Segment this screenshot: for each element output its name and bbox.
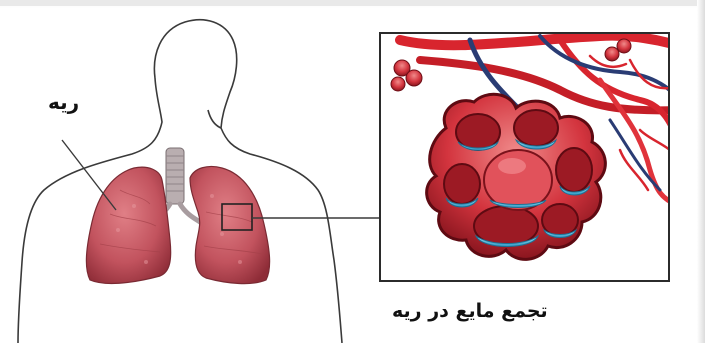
lung-label: ریه [48,90,79,114]
right-lung [86,167,170,283]
alveoli-cluster-icon [427,94,606,259]
caption-label: تجمع مایع در ریه [392,300,548,322]
alveoli-inset [380,33,680,281]
lung-pointer-line [62,140,116,210]
left-lung [190,166,270,283]
